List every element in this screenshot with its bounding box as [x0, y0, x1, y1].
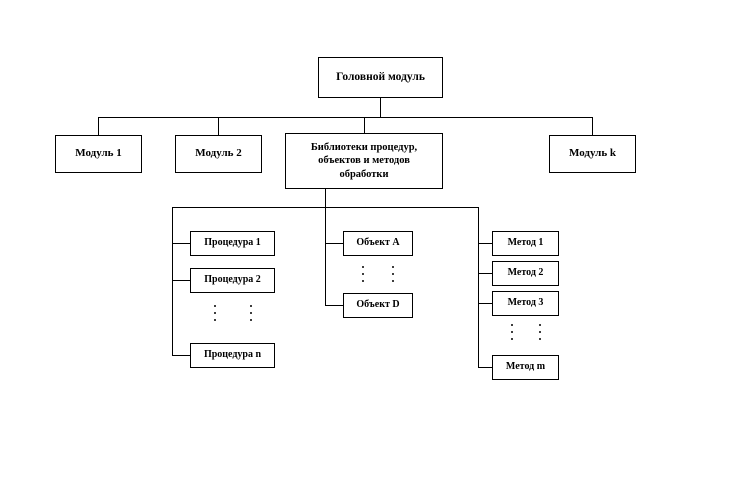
connector-stub-method-1: [478, 243, 492, 245]
dot: [249, 319, 252, 321]
dot: [213, 312, 216, 314]
node-label: Метод 1: [507, 237, 544, 249]
node-procedure-n[interactable]: Процедура n: [190, 343, 275, 368]
node-method-1[interactable]: Метод 1: [492, 231, 559, 256]
node-label: Процедура n: [203, 349, 262, 361]
dot: [510, 331, 513, 333]
connector-stub-method-3: [478, 303, 492, 305]
node-label: Библиотеки процедур, объектов и методов …: [310, 142, 418, 180]
connector-stub-method-m: [478, 367, 492, 369]
dot: [213, 319, 216, 321]
ellipsis-procedures: [190, 305, 275, 321]
connector-level2-bus: [98, 117, 592, 119]
node-label: Модуль 2: [195, 147, 242, 160]
node-library-procedures-objects-methods[interactable]: Библиотеки процедур, объектов и методов …: [285, 133, 443, 189]
node-root-main-module[interactable]: Головной модуль: [318, 57, 443, 98]
dot: [362, 280, 364, 282]
connector-stub-object-d: [325, 305, 343, 307]
dot: [538, 331, 541, 333]
node-label: Объект A: [356, 237, 400, 249]
node-label: Метод 3: [507, 297, 544, 309]
node-procedure-1[interactable]: Процедура 1: [190, 231, 275, 256]
connector-library-stem: [325, 189, 327, 207]
node-label: Модуль 1: [75, 147, 122, 160]
node-label: Процедура 2: [204, 274, 261, 286]
dot: [362, 273, 364, 275]
dot: [510, 338, 513, 340]
node-label: Объект D: [356, 299, 400, 311]
node-method-m[interactable]: Метод m: [492, 355, 559, 380]
ellipsis-col: [249, 305, 252, 321]
node-object-a[interactable]: Объект A: [343, 231, 413, 256]
dot: [538, 324, 541, 326]
dot: [249, 312, 252, 314]
connector-objects-spine: [325, 207, 327, 306]
dot: [249, 305, 252, 307]
node-module-k[interactable]: Модуль k: [549, 135, 636, 173]
node-label: Модуль k: [568, 147, 617, 160]
dot: [510, 324, 513, 326]
ellipsis-col: [362, 266, 364, 282]
dot: [213, 305, 216, 307]
dot: [538, 338, 541, 340]
connector-stub-procedure-2: [172, 280, 190, 282]
ellipsis-col: [510, 324, 513, 340]
node-label: Метод m: [505, 361, 546, 373]
dot: [392, 280, 394, 282]
node-procedure-2[interactable]: Процедура 2: [190, 268, 275, 293]
connector-root-stem: [380, 98, 382, 117]
ellipsis-methods: [492, 324, 559, 340]
connector-stub-object-a: [325, 243, 343, 245]
connector-drop-module-2: [218, 117, 220, 135]
connector-drop-module-1: [98, 117, 100, 135]
connector-procedures-spine: [172, 207, 174, 356]
ellipsis-col: [538, 324, 541, 340]
ellipsis-col: [392, 266, 394, 282]
connector-stub-procedure-n: [172, 355, 190, 357]
connector-stub-method-2: [478, 273, 492, 275]
dot: [362, 266, 364, 268]
ellipsis-col: [213, 305, 216, 321]
connector-drop-module-k: [592, 117, 594, 135]
node-label: Процедура 1: [204, 237, 261, 249]
node-label: Метод 2: [507, 267, 544, 279]
node-method-3[interactable]: Метод 3: [492, 291, 559, 316]
node-method-2[interactable]: Метод 2: [492, 261, 559, 286]
connector-methods-spine: [478, 207, 480, 368]
node-label: Головной модуль: [336, 71, 425, 84]
node-module-1[interactable]: Модуль 1: [55, 135, 142, 173]
ellipsis-objects: [343, 266, 413, 282]
connector-drop-library: [364, 117, 366, 133]
connector-stub-procedure-1: [172, 243, 190, 245]
node-object-d[interactable]: Объект D: [343, 293, 413, 318]
node-module-2[interactable]: Модуль 2: [175, 135, 262, 173]
dot: [392, 273, 394, 275]
dot: [392, 266, 394, 268]
